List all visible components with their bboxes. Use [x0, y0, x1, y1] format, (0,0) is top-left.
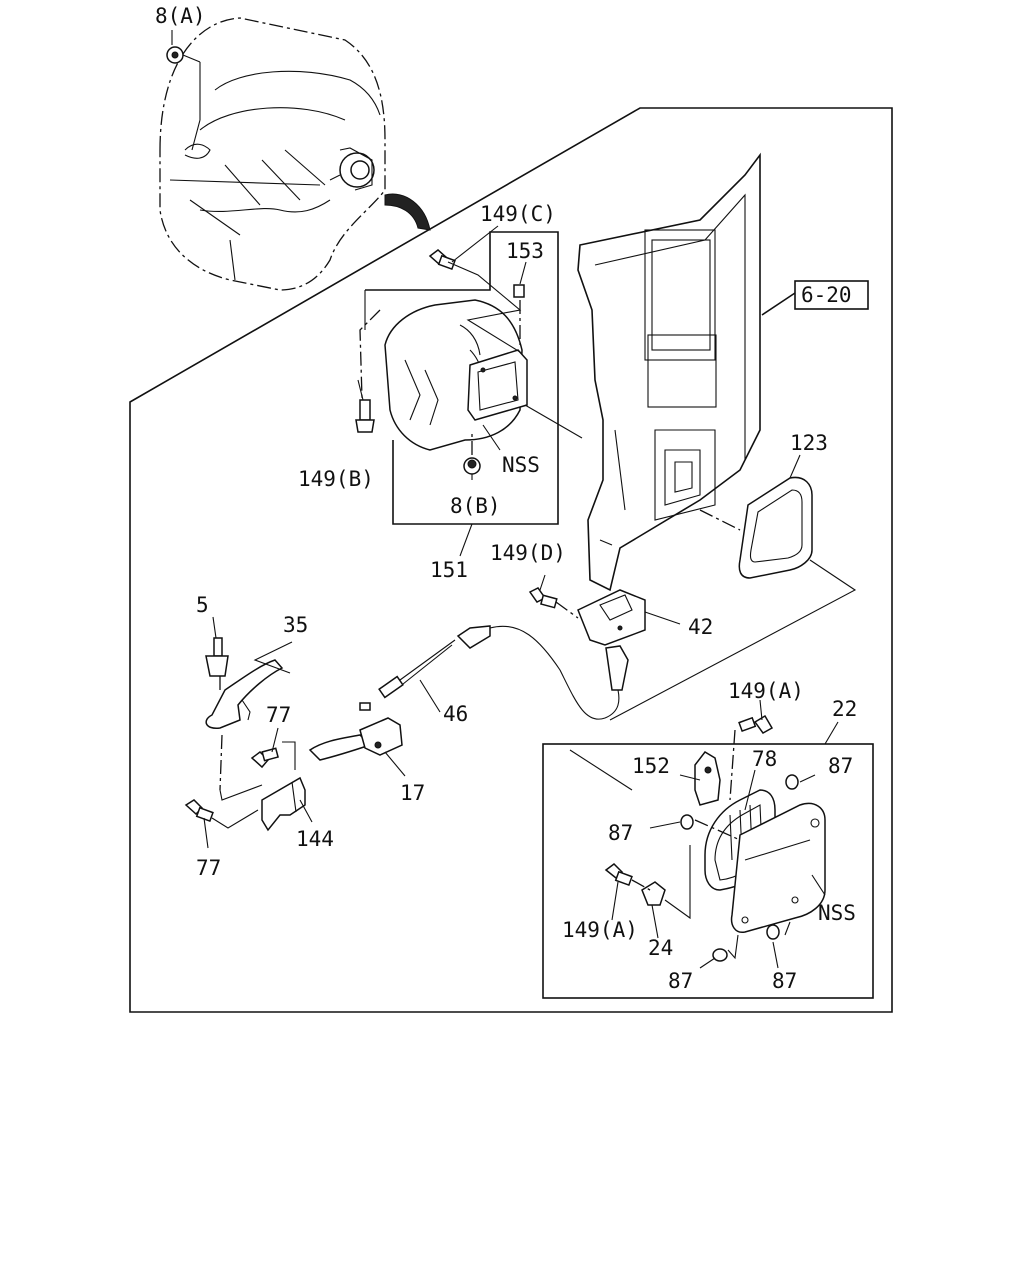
label-17: 17 — [400, 781, 425, 805]
label-46: 46 — [443, 702, 468, 726]
bolt-77-bottom — [184, 799, 214, 823]
grommet-8b — [463, 457, 481, 475]
bolt-149b — [355, 399, 375, 433]
bolt-77-top — [250, 747, 279, 769]
label-22: 22 — [832, 697, 857, 721]
bracket-152 — [694, 751, 721, 806]
plug-87-br — [766, 924, 780, 940]
label-87-tr: 87 — [828, 754, 853, 778]
label-149d: 149(D) — [490, 541, 566, 565]
lever-35 — [205, 637, 284, 729]
label-24: 24 — [648, 936, 673, 960]
label-nss-bottom: NSS — [818, 901, 856, 925]
inset-frame-22 — [542, 743, 874, 999]
label-5: 5 — [196, 593, 209, 617]
bracket-144 — [261, 776, 306, 832]
label-78: 78 — [752, 747, 777, 771]
label-144: 144 — [296, 827, 334, 851]
plate-nss — [730, 802, 826, 934]
bolt-149a-bottom — [604, 863, 633, 887]
lock-42 — [577, 589, 646, 646]
ref-box-6-20 — [794, 280, 869, 310]
label-8b: 8(B) — [450, 494, 501, 518]
leader-lines — [171, 30, 857, 969]
cable-46 — [378, 625, 629, 720]
handle-17 — [308, 702, 403, 761]
label-87-bl: 87 — [668, 969, 693, 993]
label-152: 152 — [632, 754, 670, 778]
label-149b: 149(B) — [298, 467, 374, 491]
label-8a: 8(A) — [155, 4, 206, 28]
plug-87-bl — [712, 948, 728, 962]
label-77-bottom: 77 — [196, 856, 221, 880]
bolt-149c — [428, 249, 456, 271]
plug-87-ml — [680, 814, 694, 830]
label-42: 42 — [688, 615, 713, 639]
cab-overview-drawing — [159, 17, 386, 291]
direction-arrow — [384, 193, 431, 231]
seal-123 — [738, 476, 813, 579]
clip-24 — [641, 881, 666, 906]
clip-153 — [513, 284, 525, 298]
label-149c: 149(C) — [480, 202, 556, 226]
cab-side-panel — [577, 152, 761, 592]
label-153: 153 — [506, 239, 544, 263]
label-149a-top: 149(A) — [728, 679, 804, 703]
bolt-149a-top — [738, 714, 774, 734]
plug-87-tr — [785, 774, 799, 790]
inset-frame-151 — [365, 231, 559, 525]
label-35: 35 — [283, 613, 308, 637]
label-nss-top: NSS — [502, 453, 540, 477]
duct-151 — [384, 299, 528, 451]
label-6-20: 6-20 — [801, 283, 852, 307]
bolt-149d — [528, 587, 558, 609]
label-87-ml: 87 — [608, 821, 633, 845]
label-151: 151 — [430, 558, 468, 582]
label-77-top: 77 — [266, 703, 291, 727]
main-frame — [129, 107, 893, 1013]
label-149a-bottom: 149(A) — [562, 918, 638, 942]
label-123: 123 — [790, 431, 828, 455]
label-87-br: 87 — [772, 969, 797, 993]
